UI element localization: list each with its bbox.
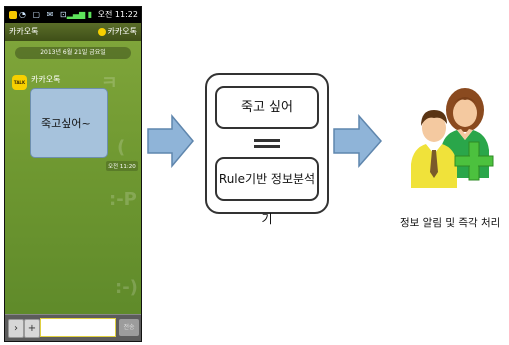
background-decoration: :-) [115,277,138,298]
send-button[interactable]: 전송 [119,319,139,336]
analysis-process-box: 죽고 싶어 Rule기반 정보분석기 [205,73,329,226]
kakaotalk-app-icon [9,10,17,19]
rule-based-analyzer-box: Rule기반 정보분석기 [215,157,319,226]
kakaotalk-logo-icon [97,27,106,36]
chat-title: 카카오톡 [9,27,39,36]
right-arrow-icon [333,114,382,168]
input-sentence-box: 죽고 싶어 [215,86,319,129]
chat-title-bar: 카카오톡 카카오톡 [5,23,141,41]
message-input[interactable] [40,318,116,337]
phone-screenshot: ◔ ▢ ✉ ⊡ ▂▄▆ ▮ 오전 11:22 카카오톡 카카오톡 ㅋ :-P :… [4,6,142,342]
background-decoration: :-P [109,189,137,210]
people-add-icon [411,88,494,188]
more-button[interactable]: › [8,319,24,338]
output-caption: 정보 알림 및 즉각 처리 [400,217,501,229]
right-arrow-icon [147,114,194,168]
sender-name: 카카오톡 [31,75,61,84]
message-time: 오전 11:20 [106,161,138,171]
status-icons: ◔ ▢ ✉ ⊡ [9,7,69,23]
date-divider: 2013년 6월 21일 금요일 [15,47,131,59]
header-brand[interactable]: 카카오톡 [97,23,137,41]
equals-icon [254,139,280,149]
status-time: 오전 11:22 [97,10,138,19]
status-bar: ◔ ▢ ✉ ⊡ ▂▄▆ ▮ 오전 11:22 [5,7,141,23]
message-text: 죽고싶어~ [41,117,91,130]
avatar[interactable]: TALK [12,75,27,90]
plus-button[interactable]: + [24,319,40,338]
background-decoration: ( [117,137,126,158]
chat-area[interactable]: ㅋ :-P :-) ( 2013년 6월 21일 금요일 TALK 카카오톡 죽… [5,41,141,317]
signal-icon: ▂▄▆ ▮ [66,10,93,19]
input-bar: › + 전송 [5,314,141,341]
message-bubble[interactable]: 죽고싶어~ [30,88,108,158]
